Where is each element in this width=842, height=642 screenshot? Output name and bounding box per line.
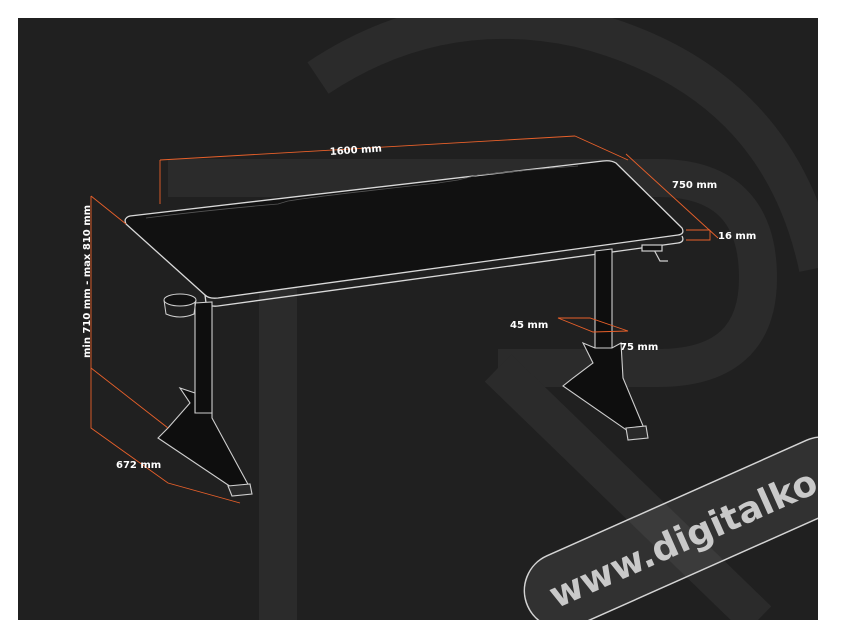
leg-profile-b-label: 75 mm <box>620 342 658 353</box>
foot-length-label: 672 mm <box>116 460 161 471</box>
foot-line <box>90 368 241 504</box>
desk-drawing: 1600 mm 750 mm 16 mm min 710 mm - max 81… <box>82 18 818 620</box>
depth-line <box>625 153 719 239</box>
height-line <box>90 195 169 429</box>
product-diagram: 1600 mm 750 mm 16 mm min 710 mm - max 81… <box>18 18 818 620</box>
leg-profile-a-label: 45 mm <box>510 320 548 331</box>
height-label: min 710 mm - max 810 mm <box>82 205 93 358</box>
cup-holder-icon <box>163 293 197 318</box>
headphone-hook-icon <box>641 244 668 262</box>
thickness-line <box>686 229 711 241</box>
leg-profile-box <box>557 317 629 333</box>
desk-legs <box>157 248 649 497</box>
width-label: 1600 mm <box>329 143 382 158</box>
depth-label: 750 mm <box>672 180 717 191</box>
dimension-lines <box>90 135 719 504</box>
thickness-label: 16 mm <box>718 231 756 242</box>
width-line <box>159 135 576 161</box>
brand-logo-icon <box>168 18 818 620</box>
